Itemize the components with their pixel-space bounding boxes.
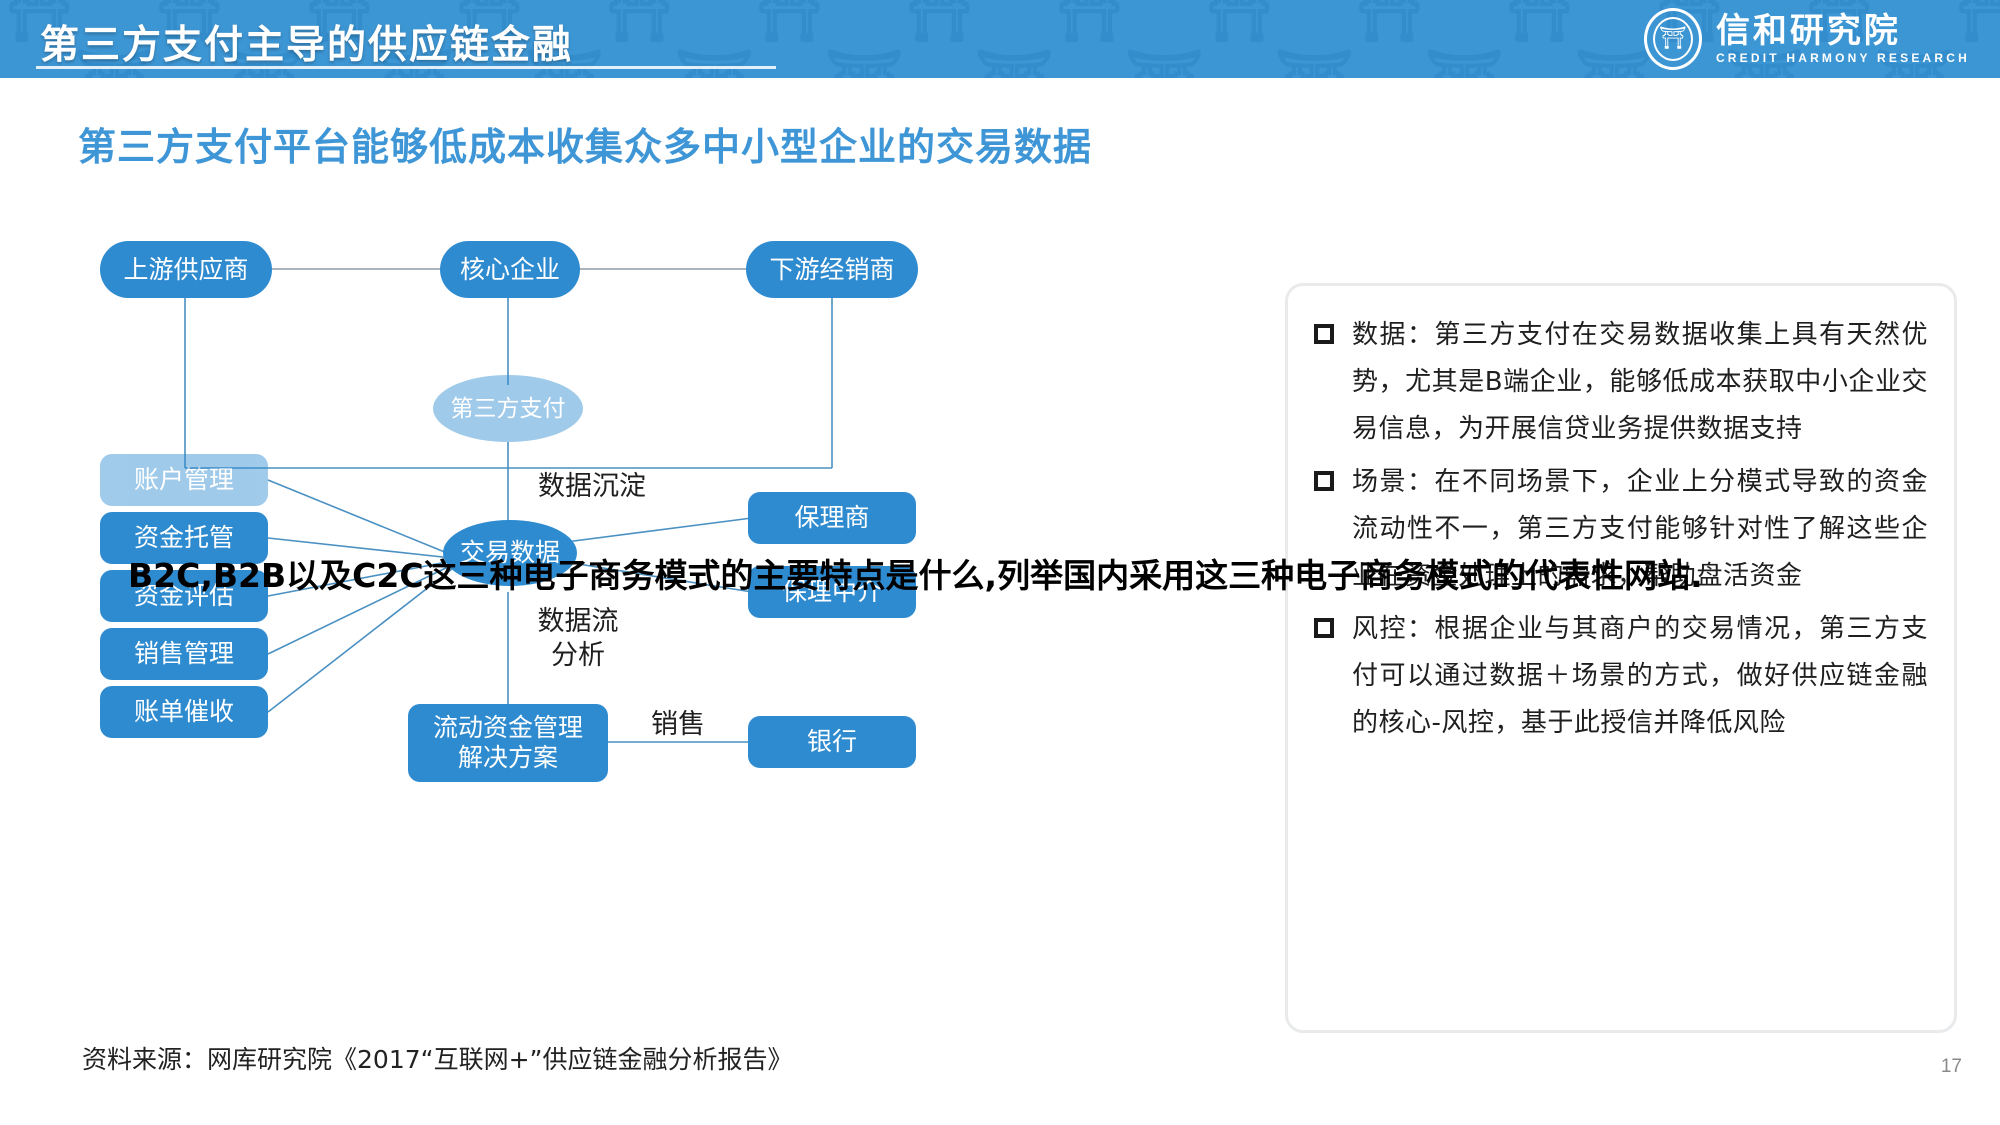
node-label: 下游经销商 [769, 254, 895, 284]
node-label: 资金评估 [133, 581, 234, 610]
insights-panel: 数据：第三方支付在交易数据收集上具有天然优势，尤其是B端企业，能够低成本获取中小… [1285, 283, 1957, 1033]
node-bill-collection[interactable]: 账单催收 [100, 686, 268, 738]
watermark-temple-icon: ⛩ [600, 0, 679, 45]
edge-label-text: 数据沉淀 [538, 471, 646, 502]
bullet-item: 风控：根据企业与其商户的交易情况，第三方支付可以通过数据＋场景的方式，做好供应链… [1314, 606, 1928, 747]
node-factoring-agent[interactable]: 保理中介 [748, 566, 916, 618]
node-label: 上游供应商 [123, 254, 249, 284]
watermark-temple-icon: ⛩ [825, 52, 904, 78]
node-core-enterprise[interactable]: 核心企业 [440, 241, 580, 298]
node-sales-management[interactable]: 销售管理 [100, 628, 268, 680]
node-label: 资金托管 [133, 523, 234, 552]
node-label: 保理中介 [781, 577, 882, 606]
bullet-item: 数据：第三方支付在交易数据收集上具有天然优势，尤其是B端企业，能够低成本获取中小… [1314, 312, 1928, 453]
overlay-question-text: B2C,B2B以及C2C这三种电子商务模式的主要特点是什么,列举国内采用这三种电… [128, 556, 1703, 595]
page-number: 17 [1940, 1056, 1962, 1077]
watermark-temple-icon: ⛩ [900, 0, 979, 45]
node-label: 第三方支付 [450, 395, 566, 422]
watermark-temple-icon: ⛩ [750, 0, 829, 45]
node-label-line1: 流动资金管理 [432, 713, 583, 742]
node-label-line2: 解决方案 [457, 743, 558, 772]
node-account-management[interactable]: 账户管理 [100, 454, 268, 506]
watermark-temple-icon: ⛩ [1350, 0, 1429, 45]
seal-inner-ring: ⛩ [1652, 17, 1693, 61]
checkbox-empty-icon [1314, 324, 1334, 344]
node-transaction-data[interactable]: 交易数据 [443, 520, 577, 586]
node-label: 核心企业 [459, 254, 560, 284]
edge-label-text: 销售 [651, 709, 705, 740]
node-upstream-supplier[interactable]: 上游供应商 [100, 241, 272, 298]
node-liquidity-solution[interactable]: 流动资金管理 解决方案 [408, 704, 608, 782]
edge-label-data-deposit: 数据沉淀 [512, 470, 672, 504]
bullet-item: 场景：在不同场景下，企业上分模式导致的资金流动性不一，第三方支付能够针对性了解这… [1314, 459, 1928, 600]
node-label: 交易数据 [459, 538, 560, 567]
watermark-temple-icon: ⛩ [1125, 52, 1204, 78]
edge-label-text-line1: 数据流 [537, 606, 619, 637]
node-label: 账户管理 [133, 465, 234, 494]
node-third-party-payment[interactable]: 第三方支付 [433, 375, 583, 442]
node-label: 销售管理 [133, 639, 234, 668]
source-note: 资料来源：网库研究院《2017“互联网+”供应链金融分析报告》 [82, 1045, 793, 1074]
diagram-connectors [184, 268, 833, 743]
bullet-text: 场景：在不同场景下，企业上分模式导致的资金流动性不一，第三方支付能够针对性了解这… [1352, 467, 1928, 591]
node-label: 银行 [806, 727, 857, 756]
seal-icon: ⛩ [1643, 8, 1702, 70]
watermark-temple-icon: ⛩ [1200, 0, 1279, 45]
logo-text-block: 信和研究院 CREDIT HARMONY RESEARCH [1716, 12, 1970, 66]
node-fund-custody[interactable]: 资金托管 [100, 512, 268, 564]
logo-english-name: CREDIT HARMONY RESEARCH [1715, 51, 1970, 65]
watermark-temple-icon: ⛩ [1050, 0, 1129, 45]
title-underline [36, 66, 776, 69]
edge-label-text-line2: 分析 [551, 640, 605, 671]
edge-label-sales: 销售 [638, 708, 718, 742]
node-fund-evaluation[interactable]: 资金评估 [100, 570, 268, 622]
node-bank[interactable]: 银行 [748, 716, 916, 768]
node-factor[interactable]: 保理商 [748, 492, 916, 544]
watermark-temple-icon: ⛩ [675, 52, 754, 78]
page-title: 第三方支付主导的供应链金融 [40, 23, 574, 68]
slide-subtitle: 第三方支付平台能够低成本收集众多中小型企业的交易数据 [78, 125, 1093, 169]
watermark-temple-icon: ⛩ [975, 52, 1054, 78]
header-bar: ⛩⛩⛩⛩⛩⛩⛩⛩⛩⛩⛩⛩⛩⛩⛩⛩⛩⛩⛩⛩⛩⛩⛩⛩⛩⛩⛩⛩ 第三方支付主导的供应链… [0, 0, 2000, 78]
edge-label-data-flow-analysis: 数据流 分析 [518, 605, 638, 673]
supply-chain-diagram: 上游供应商 核心企业 下游经销商 第三方支付 账户管理 资金托管 资金评估 销售… [0, 180, 1000, 1020]
checkbox-empty-icon [1314, 618, 1334, 638]
watermark-temple-icon: ⛩ [1275, 52, 1354, 78]
watermark-temple-icon: ⛩ [1425, 52, 1504, 78]
watermark-temple-icon: ⛩ [1500, 0, 1579, 45]
node-downstream-distributor[interactable]: 下游经销商 [746, 241, 918, 298]
logo-chinese-name: 信和研究院 [1715, 11, 1901, 51]
temple-icon: ⛩ [1658, 26, 1687, 51]
bullet-text: 风控：根据企业与其商户的交易情况，第三方支付可以通过数据＋场景的方式，做好供应链… [1352, 614, 1928, 738]
watermark-temple-icon: ⛩ [1575, 52, 1654, 78]
node-label: 保理商 [794, 503, 870, 532]
brand-logo: ⛩ 信和研究院 CREDIT HARMONY RESEARCH [1643, 8, 1970, 70]
node-label: 账单催收 [133, 697, 234, 726]
bullet-text: 数据：第三方支付在交易数据收集上具有天然优势，尤其是B端企业，能够低成本获取中小… [1352, 320, 1928, 444]
checkbox-empty-icon [1314, 471, 1334, 491]
